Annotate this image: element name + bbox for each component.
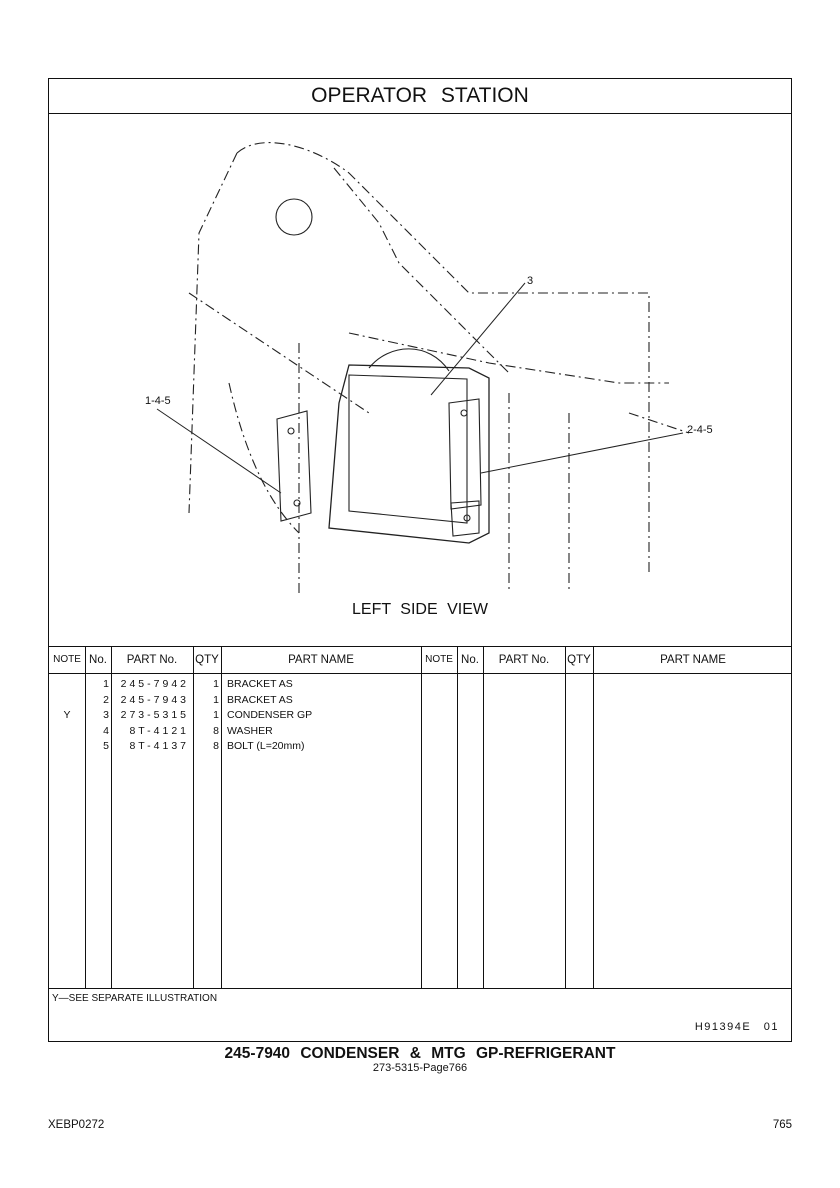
footnote: Y—SEE SEPARATE ILLUSTRATION [52,993,218,1004]
table-row-no: 2 [103,693,109,706]
table-row-part-no: 8T-4121 [129,724,189,737]
table-row-no: 3 [103,709,109,721]
table-row-name: BOLT (L=20mm) [227,740,305,752]
header-note-2: NOTE [425,654,453,665]
table-row-qty: 1 [213,678,219,690]
illustration-ref: H91394E 01 [694,1021,779,1033]
condenser-drawing: 3 1-4-5 2-4-5 [145,142,713,593]
table-row-note: Y [63,709,71,721]
header-no-2: No. [461,654,479,666]
table-row-name: BRACKET AS [227,693,293,706]
table-row-no: 1 [103,678,109,690]
callout-3: 3 [527,275,533,287]
header-part-name-2: PART NAME [660,654,726,666]
table-row-qty: 1 [213,693,219,706]
callout-2-4-5: 2-4-5 [687,424,713,436]
header-qty-2: QTY [567,654,591,666]
header-part-no-2: PART No. [498,654,550,666]
table-row-qty: 8 [213,740,219,752]
doc-id: XEBP0272 [48,1119,105,1131]
parts-page-frame: OPERATOR STATION [48,78,792,1042]
header-note: NOTE [53,654,81,665]
table-row-part-no: 245-7942 [120,678,189,690]
callout-1-4-5: 1-4-5 [145,395,171,407]
table-row-no: 5 [103,740,109,752]
table-row-qty: 8 [213,724,219,737]
group-subcaption: 273-5315-Page766 [372,1062,468,1074]
view-label: LEFT SIDE VIEW [352,601,488,618]
section-title: OPERATOR STATION [49,79,791,114]
table-row-qty: 1 [213,709,219,721]
table-row-note [49,693,85,709]
exploded-illustration: 3 1-4-5 2-4-5 LEFT SIDE VIEW [49,113,791,646]
table-row-name: WASHER [227,724,273,737]
table-row-note [49,739,85,755]
table-row-no: 4 [103,724,109,737]
header-part-name: PART NAME [288,654,354,666]
table-row-note [49,724,85,740]
header-qty: QTY [195,654,219,666]
table-row-part-no: 273-5315 [120,709,189,721]
group-caption: 245-7940 CONDENSER & MTG GP-REFRIGERANT [224,1045,616,1062]
table-footer: Y—SEE SEPARATE ILLUSTRATION H91394E 01 [49,988,791,1044]
table-row-note [49,677,85,693]
table-row-part-no: 245-7943 [120,693,189,706]
table-row-name: BRACKET AS [227,678,293,690]
header-no: No. [89,654,107,666]
page-number: 765 [772,1119,792,1131]
table-header [49,646,791,674]
header-part-no: PART No. [126,654,178,666]
table-row-part-no: 8T-4137 [129,740,189,752]
table-row-name: CONDENSER GP [227,709,313,721]
